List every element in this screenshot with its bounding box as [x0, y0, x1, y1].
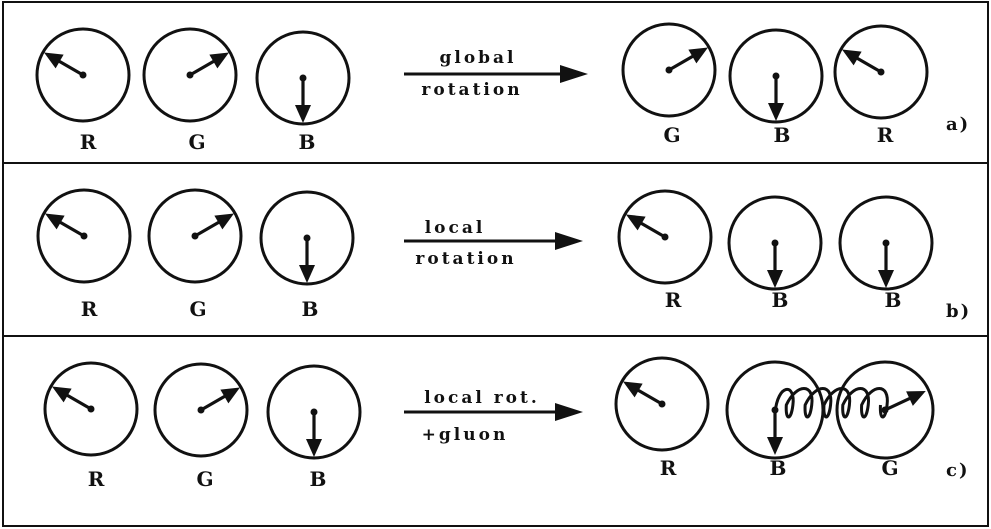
dial-a-after-1: G: [621, 22, 717, 147]
operation-a-line1: global: [439, 48, 516, 68]
needle-arrow-icon: [623, 381, 666, 408]
color-label: G: [881, 456, 898, 480]
dial-b-before-2: G: [147, 188, 243, 321]
color-label: R: [660, 456, 677, 480]
operation-a-line2: rotation: [421, 80, 522, 100]
panel-b-after: R B B: [617, 189, 934, 312]
panel-c-before: R G B: [43, 361, 362, 491]
dial-b-after-3: B: [838, 195, 934, 312]
dial-c-after-3: G: [835, 360, 935, 480]
operation-b-line1: local: [425, 218, 486, 238]
panel-b: R G B local rotation R: [36, 188, 971, 322]
gluon-coil-icon: [773, 387, 889, 419]
dial-c-before-3: B: [266, 364, 362, 491]
arrow-right-icon: [560, 65, 588, 83]
color-label: B: [770, 456, 787, 480]
arrow-right-icon: [555, 403, 583, 421]
dial-b-after-2: B: [727, 195, 823, 312]
dial-b-after-1: R: [617, 189, 713, 312]
needle-arrow-icon: [45, 213, 88, 240]
dial-a-after-2: B: [728, 28, 824, 147]
panel-a-tag: a): [946, 114, 970, 135]
panel-c: R G B local rot. +gluon R: [43, 356, 969, 491]
dial-c-after-1: R: [614, 356, 710, 480]
color-label: G: [196, 467, 213, 491]
needle-arrow-icon: [767, 406, 783, 455]
dial-a-before-3: B: [255, 30, 351, 154]
arrow-right-icon: [555, 232, 583, 250]
needle-arrow-icon: [191, 213, 234, 240]
needle-arrow-icon: [44, 52, 87, 79]
panel-b-before: R G B: [36, 188, 355, 321]
color-label: B: [885, 288, 902, 312]
dial-a-before-2: G: [142, 27, 238, 154]
panel-b-tag: b): [946, 301, 971, 322]
needle-arrow-icon: [878, 239, 894, 288]
operation-b: local rotation: [404, 218, 583, 269]
dial-c-before-1: R: [43, 361, 139, 491]
dial-b-before-1: R: [36, 188, 132, 321]
color-label: R: [80, 130, 97, 154]
needle-arrow-icon: [665, 47, 708, 74]
dial-a-after-3: R: [833, 24, 929, 147]
color-label: B: [772, 288, 789, 312]
needle-arrow-icon: [768, 72, 784, 121]
color-label: R: [877, 123, 894, 147]
needle-arrow-icon: [306, 408, 322, 457]
dial-c-before-2: G: [153, 362, 249, 491]
operation-c: local rot. +gluon: [404, 388, 583, 445]
color-label: G: [663, 123, 680, 147]
color-label: B: [299, 130, 316, 154]
operation-a: global rotation: [404, 48, 588, 100]
panel-a-after: G B R: [621, 22, 929, 147]
needle-arrow-icon: [842, 49, 885, 76]
needle-arrow-icon: [186, 52, 229, 79]
panel-c-after: R B G: [614, 356, 935, 480]
color-label: G: [189, 297, 206, 321]
needle-arrow-icon: [767, 239, 783, 288]
dial-a-before-1: R: [35, 27, 131, 154]
panel-a: R G B global rotation G: [35, 22, 970, 154]
color-label: B: [310, 467, 327, 491]
dial-b-before-3: B: [259, 190, 355, 321]
color-label: B: [774, 123, 791, 147]
needle-arrow-icon: [299, 234, 315, 283]
color-label: G: [188, 130, 205, 154]
panel-a-before: R G B: [35, 27, 351, 154]
dial-c-after-2: B: [725, 360, 825, 480]
needle-arrow-icon: [197, 387, 240, 414]
color-label: B: [302, 297, 319, 321]
color-label: R: [81, 297, 98, 321]
needle-arrow-icon: [52, 386, 95, 413]
color-label: R: [88, 467, 105, 491]
needle-arrow-icon: [626, 214, 669, 241]
color-label: R: [665, 288, 682, 312]
needle-arrow-icon: [295, 74, 311, 123]
operation-c-line2: +gluon: [422, 425, 509, 445]
panel-c-tag: c): [946, 460, 969, 481]
operation-b-line2: rotation: [415, 249, 516, 269]
operation-c-line1: local rot.: [424, 388, 540, 408]
